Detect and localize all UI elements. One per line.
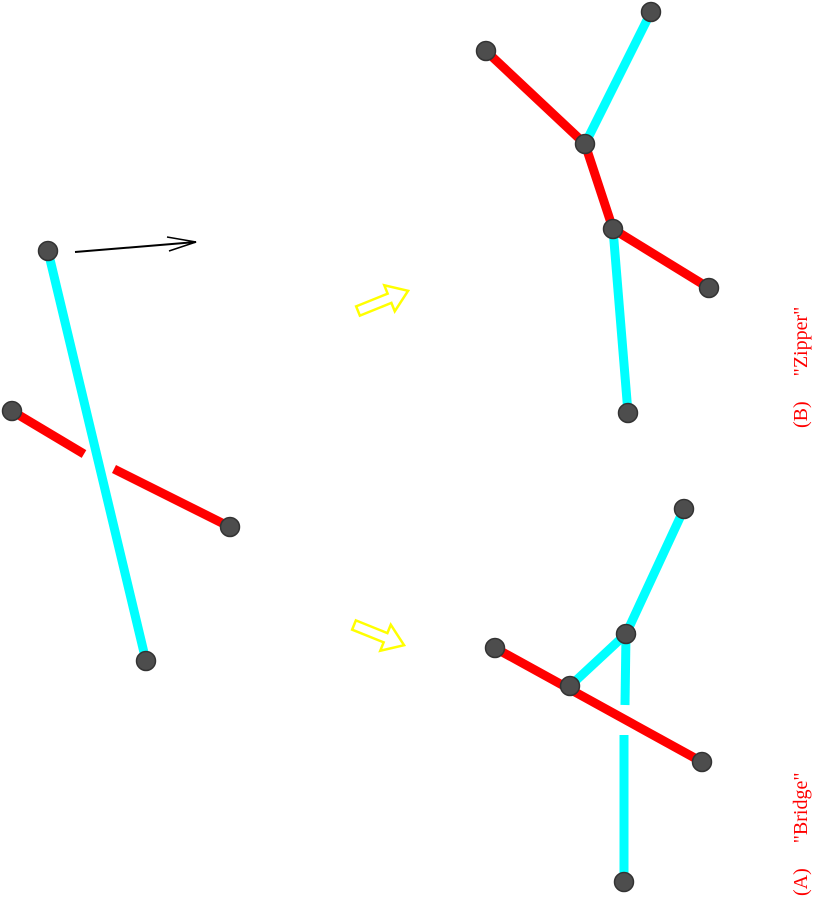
- cyan-strand-zipper-lower: [608, 228, 633, 414]
- zipper-configuration: [475, 1, 720, 424]
- node-bridge-junction-cyan: [615, 623, 637, 645]
- node-initial-top: [37, 240, 59, 262]
- node-initial-right: [219, 516, 241, 538]
- node-initial-bottom: [135, 650, 157, 672]
- motion-arrow: [74, 236, 197, 253]
- red-strand-zipper-upper: [482, 47, 589, 148]
- cyan-strand-bridge-link: [566, 630, 630, 690]
- label-zipper: (B) "Zipper": [790, 307, 812, 428]
- node-zipper-top-left: [475, 40, 497, 62]
- node-zipper-bottom: [617, 402, 639, 424]
- node-bridge-left: [484, 637, 506, 659]
- transition-arrow-bottom: [350, 618, 407, 653]
- node-bridge-bottom: [613, 871, 635, 893]
- transition-arrow-top: [354, 283, 411, 318]
- node-zipper-right: [698, 277, 720, 299]
- red-strand-initial-seg2: [111, 464, 233, 532]
- cyan-strand-zipper-upper: [580, 9, 656, 147]
- node-zipper-junction-upper: [574, 133, 596, 155]
- initial-configuration: [1, 236, 241, 672]
- cyan-strand-bridge-upper: [621, 507, 689, 636]
- node-bridge-junction-red: [559, 675, 581, 697]
- red-strand-bridge: [492, 644, 705, 766]
- cyan-strand-initial: [43, 249, 151, 663]
- red-strand-initial-seg1: [9, 407, 87, 458]
- red-strand-zipper-lower: [610, 225, 712, 292]
- node-bridge-top: [673, 498, 695, 520]
- red-strand-zipper-middle: [580, 142, 618, 231]
- bridge-configuration: [484, 498, 713, 893]
- node-initial-left: [1, 400, 23, 422]
- node-zipper-junction-lower: [602, 218, 624, 240]
- node-bridge-right: [691, 751, 713, 773]
- cyan-strand-bridge-vertical-upper: [620, 633, 631, 706]
- node-zipper-top-right: [640, 1, 662, 23]
- label-bridge: (A) "Bridge": [790, 772, 812, 896]
